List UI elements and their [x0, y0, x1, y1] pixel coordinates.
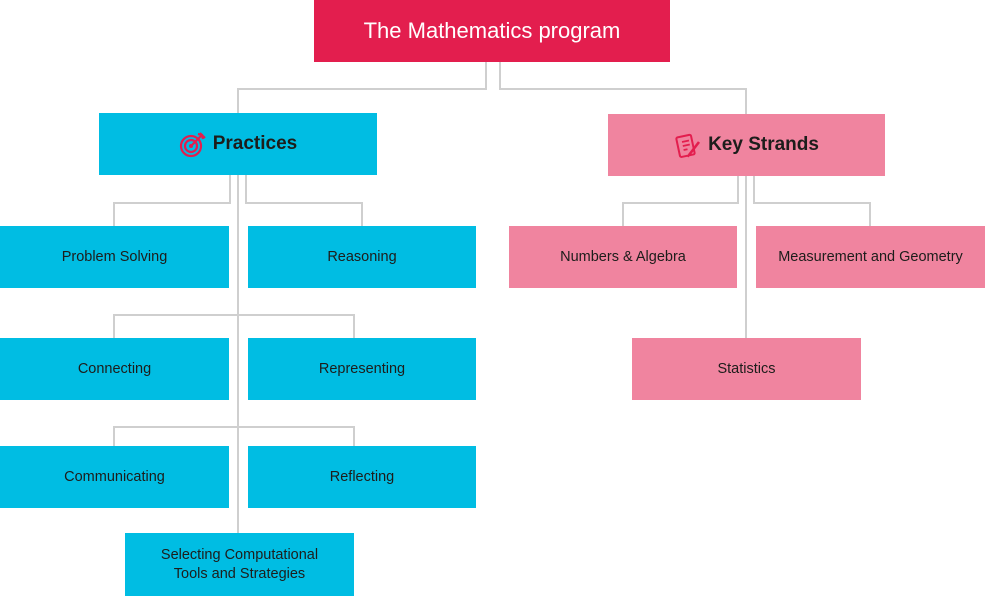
- practice-reflecting: Reflecting: [248, 446, 476, 508]
- practice-communicating: Communicating: [0, 446, 229, 508]
- practice-label: Selecting Computational Tools and Strate…: [160, 546, 319, 582]
- practice-label: Problem Solving: [61, 248, 168, 265]
- connector-root-practices: [237, 62, 487, 113]
- strand-measurement-geometry: Measurement and Geometry: [756, 226, 985, 288]
- strand-numbers-algebra: Numbers & Algebra: [509, 226, 737, 288]
- connector-practices-row2: [113, 314, 355, 338]
- practice-selecting-tools: Selecting Computational Tools and Strate…: [125, 533, 354, 596]
- strand-label: Numbers & Algebra: [560, 248, 686, 265]
- connector-strands-row1b: [753, 176, 871, 226]
- strand-statistics: Statistics: [632, 338, 861, 400]
- practice-label: Connecting: [77, 360, 152, 377]
- connector-practices-row1b: [245, 175, 363, 226]
- strand-label: Measurement and Geometry: [778, 248, 963, 265]
- connector-practices-row3: [113, 426, 355, 446]
- target-icon: [179, 130, 207, 158]
- strands-node: Key Strands: [608, 114, 885, 176]
- connector-strands-row1: [622, 176, 739, 226]
- practice-representing: Representing: [248, 338, 476, 400]
- strands-label: Key Strands: [708, 134, 819, 155]
- strand-label: Statistics: [717, 360, 776, 377]
- connector-practices-row1: [113, 175, 231, 226]
- clipboard-pencil-icon: [674, 131, 702, 159]
- practice-problem-solving: Problem Solving: [0, 226, 229, 288]
- practice-connecting: Connecting: [0, 338, 229, 400]
- practice-reasoning: Reasoning: [248, 226, 476, 288]
- root-node: The Mathematics program: [314, 0, 670, 62]
- practice-label: Communicating: [64, 468, 165, 485]
- practice-label: Representing: [318, 360, 406, 377]
- practice-label: Reflecting: [329, 468, 395, 485]
- connector-root-strands: [499, 62, 747, 114]
- practices-label: Practices: [212, 133, 298, 154]
- practices-node: Practices: [99, 113, 377, 175]
- practice-label: Reasoning: [327, 248, 397, 265]
- root-label: The Mathematics program: [363, 18, 621, 43]
